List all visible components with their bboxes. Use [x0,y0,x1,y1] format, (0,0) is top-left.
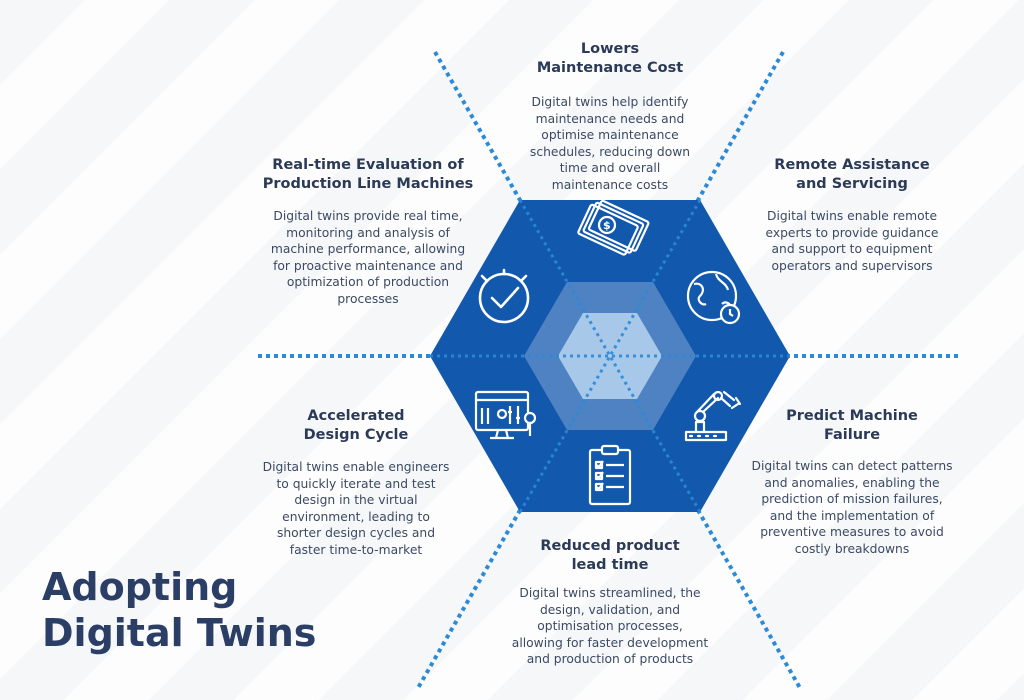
block-title: Remote Assistance and Servicing [774,157,930,192]
block-title: Accelerated Design Cycle [303,408,409,443]
robot-arm-icon [684,390,742,442]
block-accelerated-design-cycle: Accelerated Design Cycle Digital twins e… [256,407,456,558]
design-monitor-icon [474,390,537,440]
block-reduced-lead-time: Reduced product lead time Digital twins … [500,537,720,668]
block-title: Lowers Maintenance Cost [536,41,684,76]
spoke-diagonal-left [433,51,802,689]
page-title: Adopting Digital Twins [42,565,317,655]
block-description: Digital twins enable remote experts to p… [765,209,939,273]
block-lowers-maintenance-cost: Lowers Maintenance Cost Digital twins he… [510,40,710,193]
block-description: Digital twins help identify maintenance … [529,95,691,192]
block-description: Digital twins can detect patterns and an… [751,459,953,556]
money-icon: $ [577,199,650,256]
block-title: Reduced product lead time [540,538,680,573]
dotted-spokes [258,51,960,689]
inner-hexagon [558,313,662,399]
block-description: Digital twins provide real time, monitor… [270,209,466,306]
svg-text:$: $ [603,219,611,232]
block-description: Digital twins enable engineers to quickl… [262,460,450,557]
block-description: Digital twins streamlined, the design, v… [511,586,709,666]
block-title: Predict Machine Failure [786,408,918,443]
globe-clock-icon [686,270,741,325]
spoke-diagonal-right [416,51,785,689]
block-real-time-evaluation: Real-time Evaluation of Production Line … [258,156,478,307]
block-remote-assistance: Remote Assistance and Servicing Digital … [752,156,952,274]
block-predict-machine-failure: Predict Machine Failure Digital twins ca… [740,407,964,557]
checkmark-clock-icon [478,268,530,324]
block-title: Real-time Evaluation of Production Line … [262,157,474,192]
checklist-icon [588,444,632,506]
